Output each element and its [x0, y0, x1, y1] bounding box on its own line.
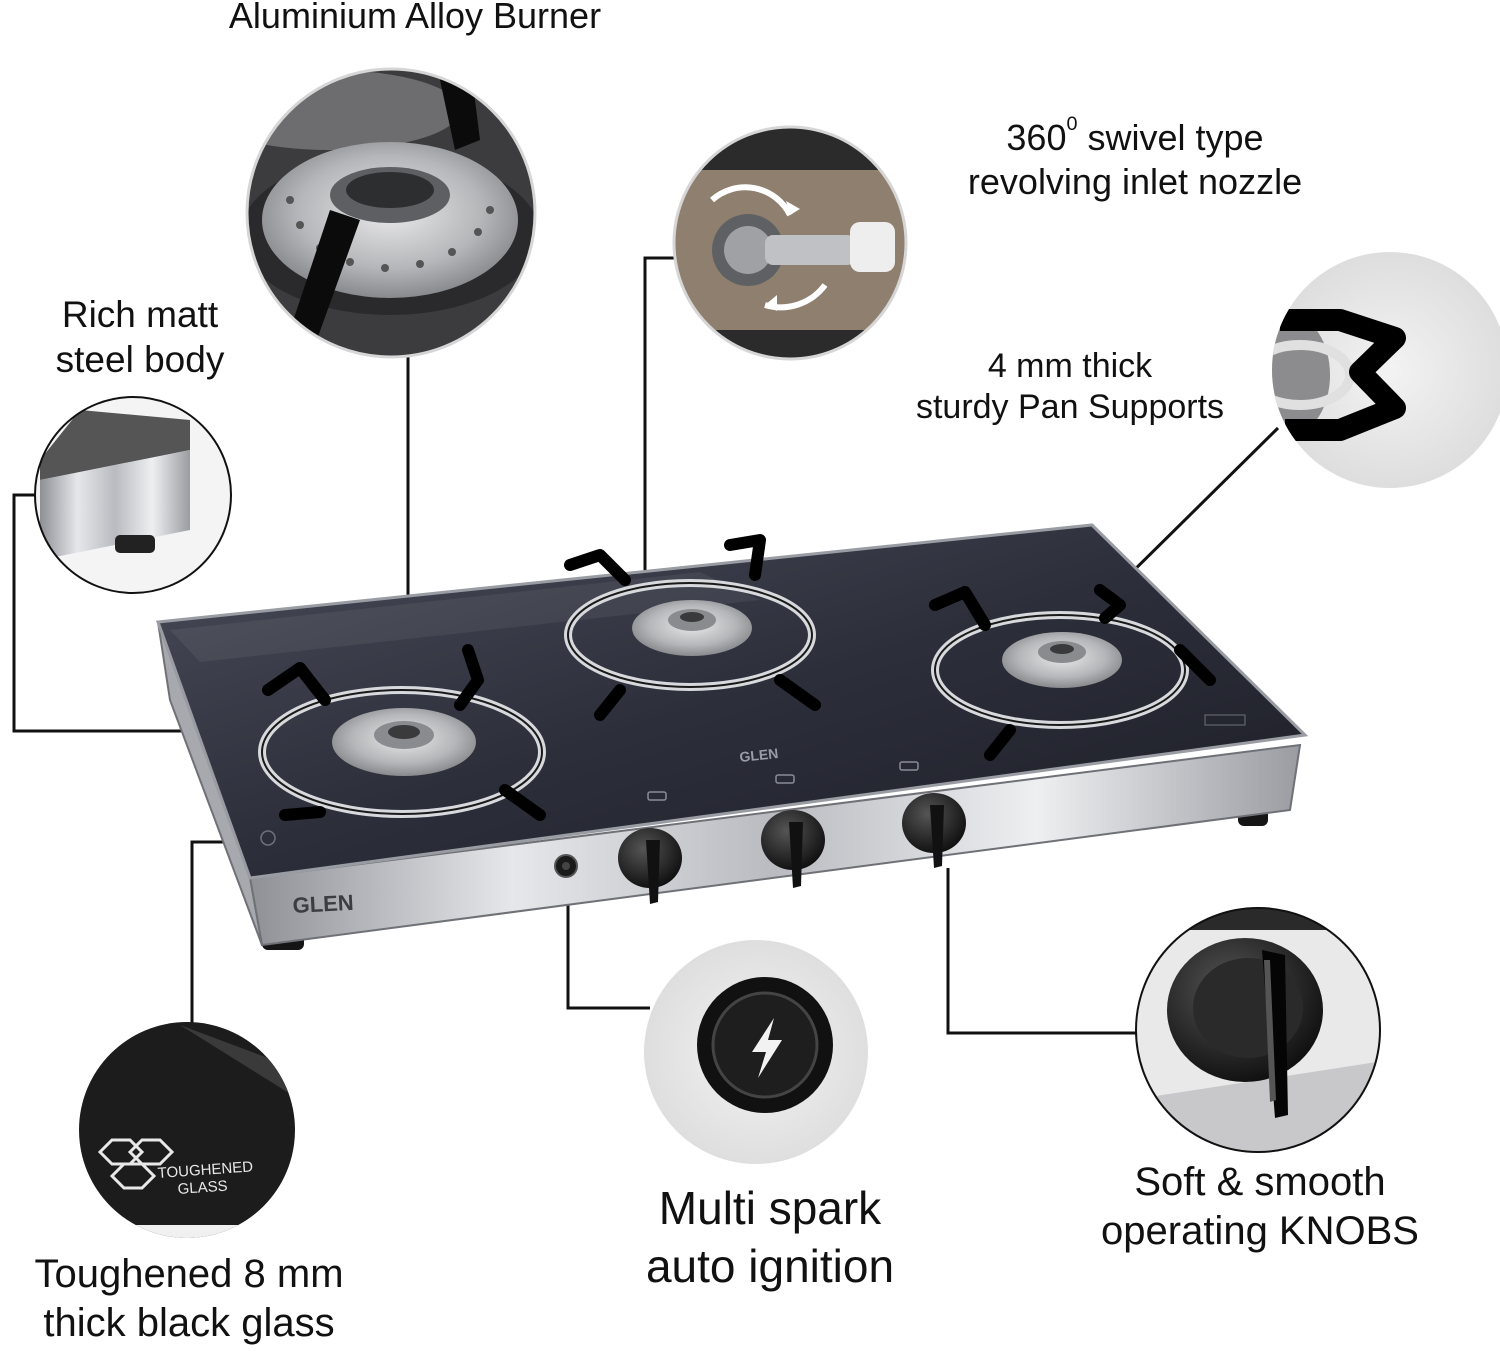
label-multi-spark: Multi spark auto ignition: [600, 1180, 940, 1296]
knob-middle: [761, 810, 825, 888]
glass-top: [155, 523, 1309, 880]
label-glass-line2: thick black glass: [43, 1300, 335, 1345]
leader-pan: [1110, 426, 1280, 594]
label-toughened-glass: Toughened 8 mm thick black glass: [0, 1250, 384, 1348]
swivel-line1-rest: swivel type: [1077, 117, 1264, 158]
knob-indicators: [647, 761, 919, 801]
front-brand-text: GLEN: [292, 890, 354, 918]
knob-left: [618, 828, 682, 904]
leader-spark: [566, 872, 650, 1010]
steel-body-closeup-circle: [35, 397, 231, 593]
toughened-glass-icon: [97, 1138, 175, 1190]
glass-brand-text: GLEN: [739, 745, 779, 765]
swivel-degree-value: 360: [1006, 117, 1067, 158]
label-swivel-nozzle: 3600 swivel type revolving inlet nozzle: [900, 113, 1370, 204]
knob-closeup-circle: [1136, 908, 1380, 1152]
burner-left: [258, 644, 546, 821]
label-knobs: Soft & smooth operating KNOBS: [1060, 1158, 1460, 1256]
label-knobs-line2: operating KNOBS: [1101, 1208, 1419, 1253]
gas-stove: GLEN GLEN: [155, 523, 1309, 950]
burner-closeup-circle: [247, 69, 535, 357]
label-steel-line1: Rich matt: [61, 294, 219, 335]
label-steel-body: Rich matt steel body: [10, 292, 270, 382]
nozzle-closeup-circle: [674, 127, 906, 359]
leader-lines: [12, 256, 1280, 1035]
burner-right: [929, 584, 1216, 761]
label-pan-line1: 4 mm thick: [987, 347, 1153, 385]
toughened-text-line1: TOUGHENED: [157, 1158, 254, 1182]
leader-nozzle: [643, 256, 676, 572]
knob-right: [902, 793, 966, 868]
swivel-degree-sup: 0: [1066, 113, 1078, 135]
ignition-button: [554, 854, 578, 878]
label-pan-line2: sturdy Pan Supports: [915, 388, 1225, 427]
label-swivel-line2: revolving inlet nozzle: [967, 160, 1303, 202]
stove-knobs: [618, 793, 966, 904]
label-spark-line1: Multi spark: [658, 1182, 882, 1234]
glass-closeup-circle: TOUGHENED GLASS: [79, 1022, 295, 1238]
label-knobs-line1: Soft & smooth: [1134, 1160, 1386, 1204]
label-spark-line2: auto ignition: [645, 1239, 895, 1292]
label-swivel-line1: 3600 swivel type: [900, 113, 1370, 160]
leader-steel: [12, 493, 182, 733]
burner-middle: [564, 534, 821, 721]
pan-support-closeup-circle: [1272, 252, 1500, 488]
label-pan-supports: 4 mm thick sturdy Pan Supports: [870, 346, 1270, 429]
label-glass-line1: Toughened 8 mm: [34, 1252, 344, 1296]
spark-closeup-circle: [644, 940, 868, 1164]
label-burner-text: Aluminium Alloy Burner: [228, 0, 602, 36]
lightning-icon: [752, 1018, 782, 1078]
toughened-text-line2: GLASS: [177, 1178, 228, 1198]
leader-knobs: [946, 868, 1136, 1035]
label-steel-line2: steel body: [55, 339, 225, 381]
label-aluminium-burner: Aluminium Alloy Burner: [150, 0, 680, 38]
